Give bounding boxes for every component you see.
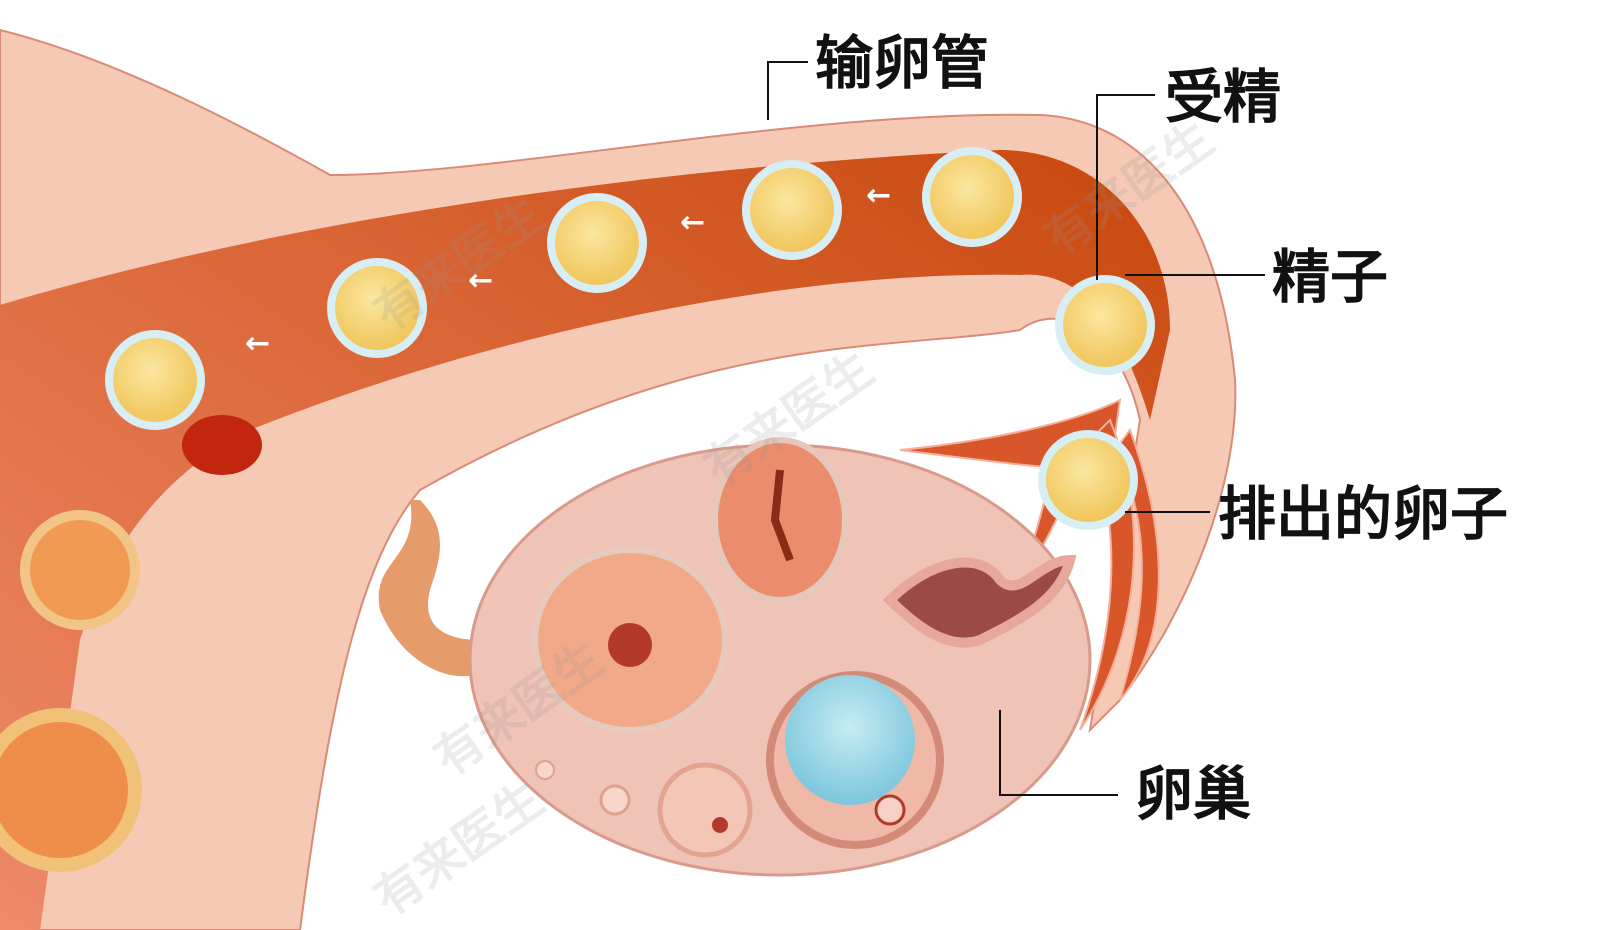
svg-text:←: ←: [245, 326, 270, 361]
ovary-follicles: [532, 437, 1077, 858]
svg-text:←: ←: [468, 263, 493, 298]
zygote-egg: [742, 160, 842, 260]
4-cell-egg: [547, 193, 647, 293]
embryo-stages: [105, 147, 1155, 530]
8-cell-egg: [327, 258, 427, 358]
label-ovulated-egg: 排出的卵子: [1218, 480, 1509, 548]
morula-egg: [105, 330, 205, 430]
fertilized-egg: [922, 147, 1022, 247]
direction-arrows: ← ← ← ←: [245, 178, 891, 361]
label-fallopian-tube: 输卵管: [815, 29, 990, 97]
label-sperm: 精子: [1272, 243, 1389, 311]
svg-text:←: ←: [680, 205, 705, 240]
label-fertilization: 受精: [1165, 63, 1282, 131]
fallopian-tube-lumen: [0, 150, 1170, 930]
blood-spot: [182, 415, 262, 475]
fertilization-egg: [1055, 275, 1155, 375]
ovarian-ligament: [378, 500, 490, 677]
leader-lines: [767, 61, 1265, 796]
ovulated-egg: [1038, 430, 1138, 530]
label-ovary: 卵巢: [1135, 760, 1252, 828]
svg-text:←: ←: [866, 178, 891, 213]
